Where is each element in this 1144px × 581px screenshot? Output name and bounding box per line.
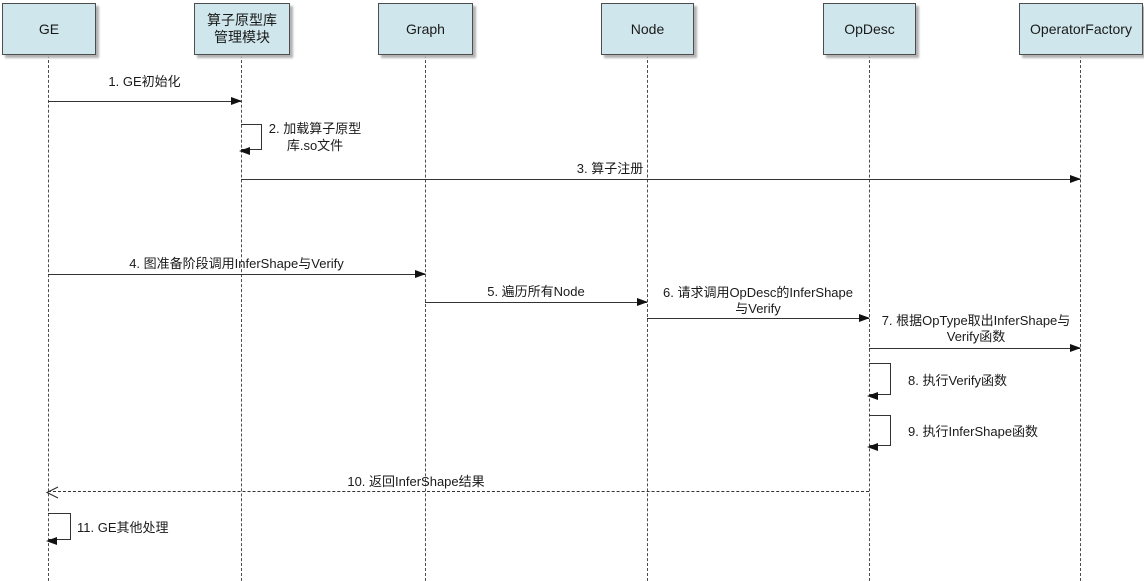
- lifeline-op-proto-lib-mgmt: [241, 55, 242, 581]
- arrowhead-icon: [867, 391, 878, 400]
- participant-operator-factory-label: OperatorFactory: [1030, 20, 1132, 37]
- open-arrowhead-icon: [45, 485, 59, 504]
- participant-graph: Graph: [378, 3, 473, 55]
- message-2-self-loop: [239, 124, 262, 155]
- lifeline-graph: [425, 55, 426, 581]
- message-3-line: [241, 175, 1081, 183]
- message-9-self-loop: [867, 415, 891, 451]
- participant-operator-factory: OperatorFactory: [1019, 3, 1143, 55]
- message-10-line: [45, 485, 869, 499]
- participant-opdesc-label: OpDesc: [844, 20, 895, 37]
- message-7-label: 7. 根据OpType取出InferShape与Verify函数: [881, 313, 1071, 344]
- message-1-label: 1. GE初始化: [108, 74, 181, 89]
- arrowhead-icon: [867, 442, 878, 451]
- arrowhead-icon: [1070, 175, 1081, 183]
- message-4-line: [48, 270, 426, 278]
- message-8-label: 8. 执行Verify函数: [908, 373, 1007, 388]
- message-11-label: 11. GE其他处理: [77, 520, 169, 535]
- message-3-label: 3. 算子注册: [576, 161, 644, 176]
- message-5-label: 5. 遍历所有Node: [487, 284, 585, 299]
- arrowhead-icon: [415, 270, 426, 278]
- message-9-label: 9. 执行InferShape函数: [908, 424, 1039, 439]
- participant-graph-label: Graph: [406, 20, 445, 37]
- participant-op-proto-lib-mgmt: 算子原型库管理模块: [194, 3, 290, 55]
- participant-ge: GE: [2, 3, 96, 55]
- participant-opdesc: OpDesc: [823, 3, 916, 55]
- message-4-label: 4. 图准备阶段调用InferShape与Verify: [129, 256, 344, 271]
- arrowhead-icon: [1070, 344, 1081, 352]
- arrowhead-icon: [239, 146, 250, 155]
- message-6-line: [647, 314, 870, 322]
- message-6-label: 6. 请求调用OpDesc的InferShape与Verify: [662, 285, 854, 316]
- message-1-line: [48, 97, 242, 105]
- participant-node-label: Node: [630, 20, 665, 37]
- arrowhead-icon: [859, 314, 870, 322]
- lifeline-ge: [48, 55, 49, 581]
- message-7-line: [869, 344, 1081, 352]
- message-8-self-loop: [867, 363, 891, 400]
- message-11-self-loop: [46, 513, 71, 545]
- participant-ge-label: GE: [38, 20, 60, 37]
- message-10-label: 10. 返回InferShape结果: [347, 474, 485, 489]
- lifeline-operator-factory: [1080, 55, 1081, 581]
- arrowhead-icon: [46, 536, 57, 545]
- participant-op-proto-lib-mgmt-label: 算子原型库管理模块: [207, 12, 277, 45]
- arrowhead-icon: [637, 298, 648, 306]
- message-2-label: 2. 加载算子原型库.so文件: [268, 121, 362, 153]
- message-5-line: [425, 298, 648, 306]
- arrowhead-icon: [231, 97, 242, 105]
- participant-node: Node: [601, 3, 694, 55]
